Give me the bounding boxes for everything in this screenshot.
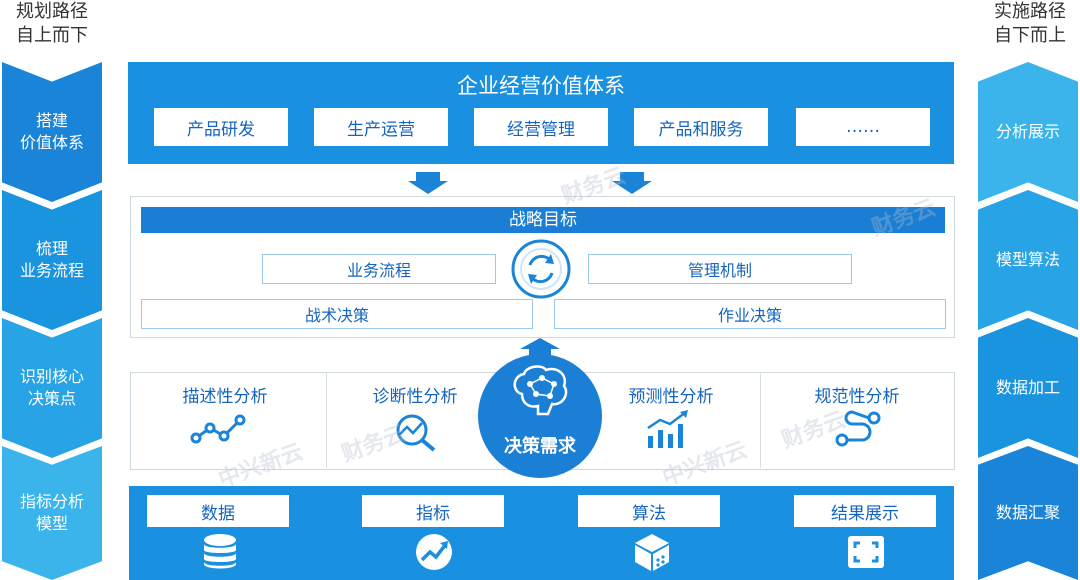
left-step-1: 搭建 价值体系	[2, 62, 102, 202]
up-arrow-icon	[520, 338, 560, 358]
right-step-2: 模型算法	[978, 190, 1078, 330]
brain-icon	[513, 365, 568, 416]
right-header: 实施路径 自下而上	[982, 0, 1078, 48]
value-system-panel: 企业经营价值体系 产品研发 生产运营 经营管理 产品和服务 ……	[128, 62, 954, 164]
left-step-3: 识别核心 决策点	[2, 318, 102, 458]
left-header: 规划路径 自上而下	[4, 0, 100, 48]
value-item: 产品研发	[154, 108, 288, 146]
path-link-icon	[835, 410, 881, 447]
left-header-line2: 自上而下	[16, 25, 88, 46]
value-item: 经营管理	[474, 108, 608, 146]
metric-box: 指标	[362, 495, 504, 527]
magnify-chart-icon	[396, 414, 436, 452]
value-system-title: 企业经营价值体系	[457, 74, 625, 98]
down-arrow-icon	[612, 172, 652, 194]
left-header-line1: 规划路径	[16, 1, 88, 22]
right-step-4: 数据汇聚	[978, 446, 1078, 580]
result-display-box: 结果展示	[794, 495, 936, 527]
right-step-label: 模型算法	[995, 250, 1060, 269]
algorithm-box: 算法	[578, 495, 720, 527]
cube-icon	[635, 534, 669, 571]
bar-trend-icon	[647, 410, 688, 448]
left-step-label: 梳理 业务流程	[19, 239, 84, 280]
right-step-3: 数据加工	[978, 318, 1078, 458]
cycle-icon	[511, 239, 571, 299]
trend-circle-icon	[416, 534, 452, 570]
left-step-label: 识别核心 决策点	[19, 367, 84, 408]
operational-decision-box: 作业决策	[554, 299, 946, 329]
tactical-decision-box: 战术决策	[141, 299, 533, 329]
right-step-label: 数据加工	[995, 378, 1060, 397]
strategy-title: 战略目标	[141, 207, 945, 233]
analysis-label: 诊断性分析	[372, 387, 458, 407]
left-step-label: 搭建 价值体系	[19, 111, 84, 152]
line-nodes-icon	[190, 414, 246, 444]
value-item: 生产运营	[314, 108, 448, 146]
analysis-label: 描述性分析	[182, 387, 268, 407]
data-box: 数据	[147, 495, 289, 527]
right-header-line1: 实施路径	[994, 1, 1066, 22]
business-process-box: 业务流程	[262, 254, 496, 284]
analysis-label: 预测性分析	[628, 387, 714, 407]
management-mechanism-box: 管理机制	[588, 254, 852, 284]
right-header-line2: 自下而上	[994, 25, 1066, 46]
left-step-2: 梳理 业务流程	[2, 190, 102, 330]
left-step-label: 指标分析 模型	[19, 492, 84, 533]
right-step-label: 分析展示	[995, 122, 1060, 141]
decision-circle	[478, 354, 602, 478]
decision-label: 决策需求	[504, 436, 576, 457]
right-step-1: 分析展示	[978, 62, 1078, 202]
down-arrow-icon	[408, 172, 448, 194]
divider	[326, 372, 327, 468]
value-item: 产品和服务	[634, 108, 768, 146]
screen-frame-icon	[848, 536, 884, 568]
database-icon	[204, 534, 236, 569]
left-step-4: 指标分析 模型	[2, 446, 102, 580]
right-step-label: 数据汇聚	[995, 503, 1060, 522]
value-item: ……	[796, 108, 930, 146]
divider	[760, 372, 761, 468]
analysis-label: 规范性分析	[814, 387, 900, 407]
